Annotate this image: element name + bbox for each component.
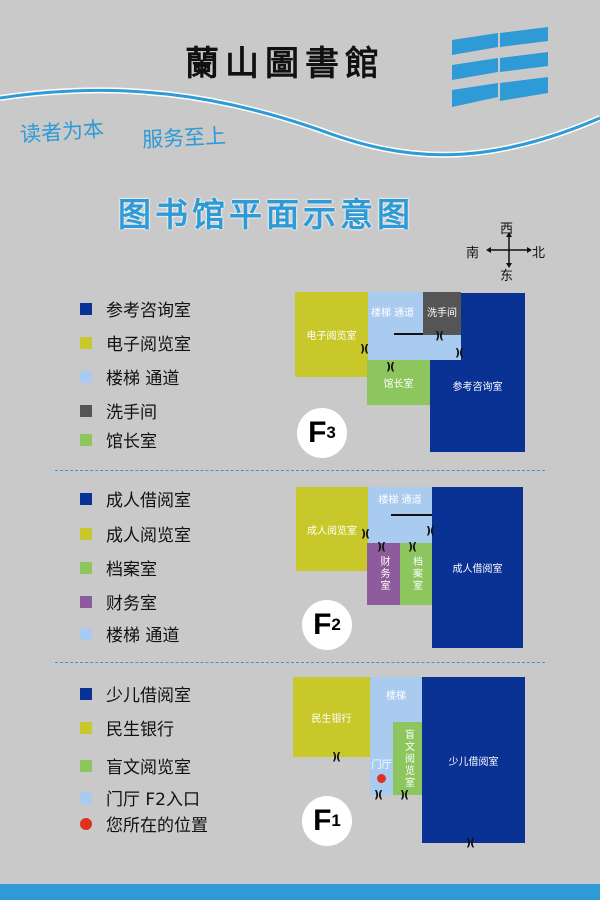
door: )( [408, 540, 417, 553]
page-title: 图书馆平面示意图 [118, 195, 414, 234]
slogan-readers-first: 读者为本 [19, 117, 105, 147]
divider [55, 470, 545, 471]
slogan-service-first: 服务至上 [141, 123, 227, 153]
door: )( [466, 836, 475, 849]
legend-f1-lobby: 门厅 F2入口 [80, 785, 200, 810]
room-f2-borrowing: 成人借阅室 [432, 487, 523, 648]
room-f3-director: 馆长室 [367, 360, 430, 405]
compass-south: 南 [466, 246, 480, 261]
divider [55, 662, 545, 663]
legend-f2-stairs: 楼梯 通道 [80, 621, 179, 646]
room-f3-reference-top [461, 293, 525, 360]
room-f1-children: 少儿借阅室 [422, 677, 525, 843]
legend-f2-reading: 成人阅览室 [80, 521, 191, 546]
room-f2-finance: 财务室 [367, 543, 400, 605]
legend-f3-stairs: 楼梯 通道 [80, 364, 179, 389]
legend-f1-children: 少儿借阅室 [80, 681, 191, 706]
door: )( [361, 527, 370, 540]
legend-f2-archive: 档案室 [80, 555, 157, 580]
room-f1-lobby: 门厅 [370, 722, 393, 795]
compass: 西 南 北 东 [466, 218, 556, 284]
door: )( [426, 524, 435, 537]
legend-f1-you-are-here: 您所在的位置 [80, 811, 208, 836]
legend-f3-director: 馆长室 [80, 427, 157, 452]
library-logo [452, 27, 548, 107]
legend-f3-reference: 参考咨询室 [80, 296, 191, 321]
legend-f2-finance: 财务室 [80, 589, 157, 614]
you-are-here-marker [377, 774, 386, 783]
compass-arrows-icon [486, 232, 532, 268]
legend-f2-borrowing: 成人借阅室 [80, 486, 191, 511]
bottom-bar [0, 884, 600, 900]
door: )( [332, 750, 341, 763]
legend-f3-electronic: 电子阅览室 [80, 330, 191, 355]
room-f1-bank: 民生银行 [293, 677, 370, 757]
legend-f1-bank: 民生银行 [80, 715, 174, 740]
compass-north: 北 [532, 246, 546, 261]
door: )( [435, 329, 444, 342]
room-f3-washroom: 洗手间 [423, 292, 461, 335]
room-f2-reading: 成人阅览室 [296, 487, 368, 571]
wave-decoration [0, 87, 600, 158]
door: )( [455, 346, 464, 359]
room-f1-stairs: 楼梯 [370, 677, 422, 722]
room-f2-archive: 档案室 [400, 543, 432, 605]
room-f3-reference: 参考咨询室 [430, 360, 525, 452]
legend-f3-washroom: 洗手间 [80, 398, 157, 423]
door: )( [374, 788, 383, 801]
compass-west: 西 [500, 222, 514, 237]
room-f1-braille: 盲文阅览室 [393, 722, 423, 795]
legend-f1-braille: 盲文阅览室 [80, 753, 191, 778]
door: )( [386, 360, 395, 373]
library-name: 蘭山圖書館 [185, 44, 385, 84]
room-f3-electronic: 电子阅览室 [295, 292, 368, 377]
wall [391, 514, 432, 516]
wall [394, 333, 423, 335]
door: )( [377, 540, 386, 553]
door: )( [360, 342, 369, 355]
compass-east: 东 [500, 269, 514, 284]
door: )( [400, 788, 409, 801]
